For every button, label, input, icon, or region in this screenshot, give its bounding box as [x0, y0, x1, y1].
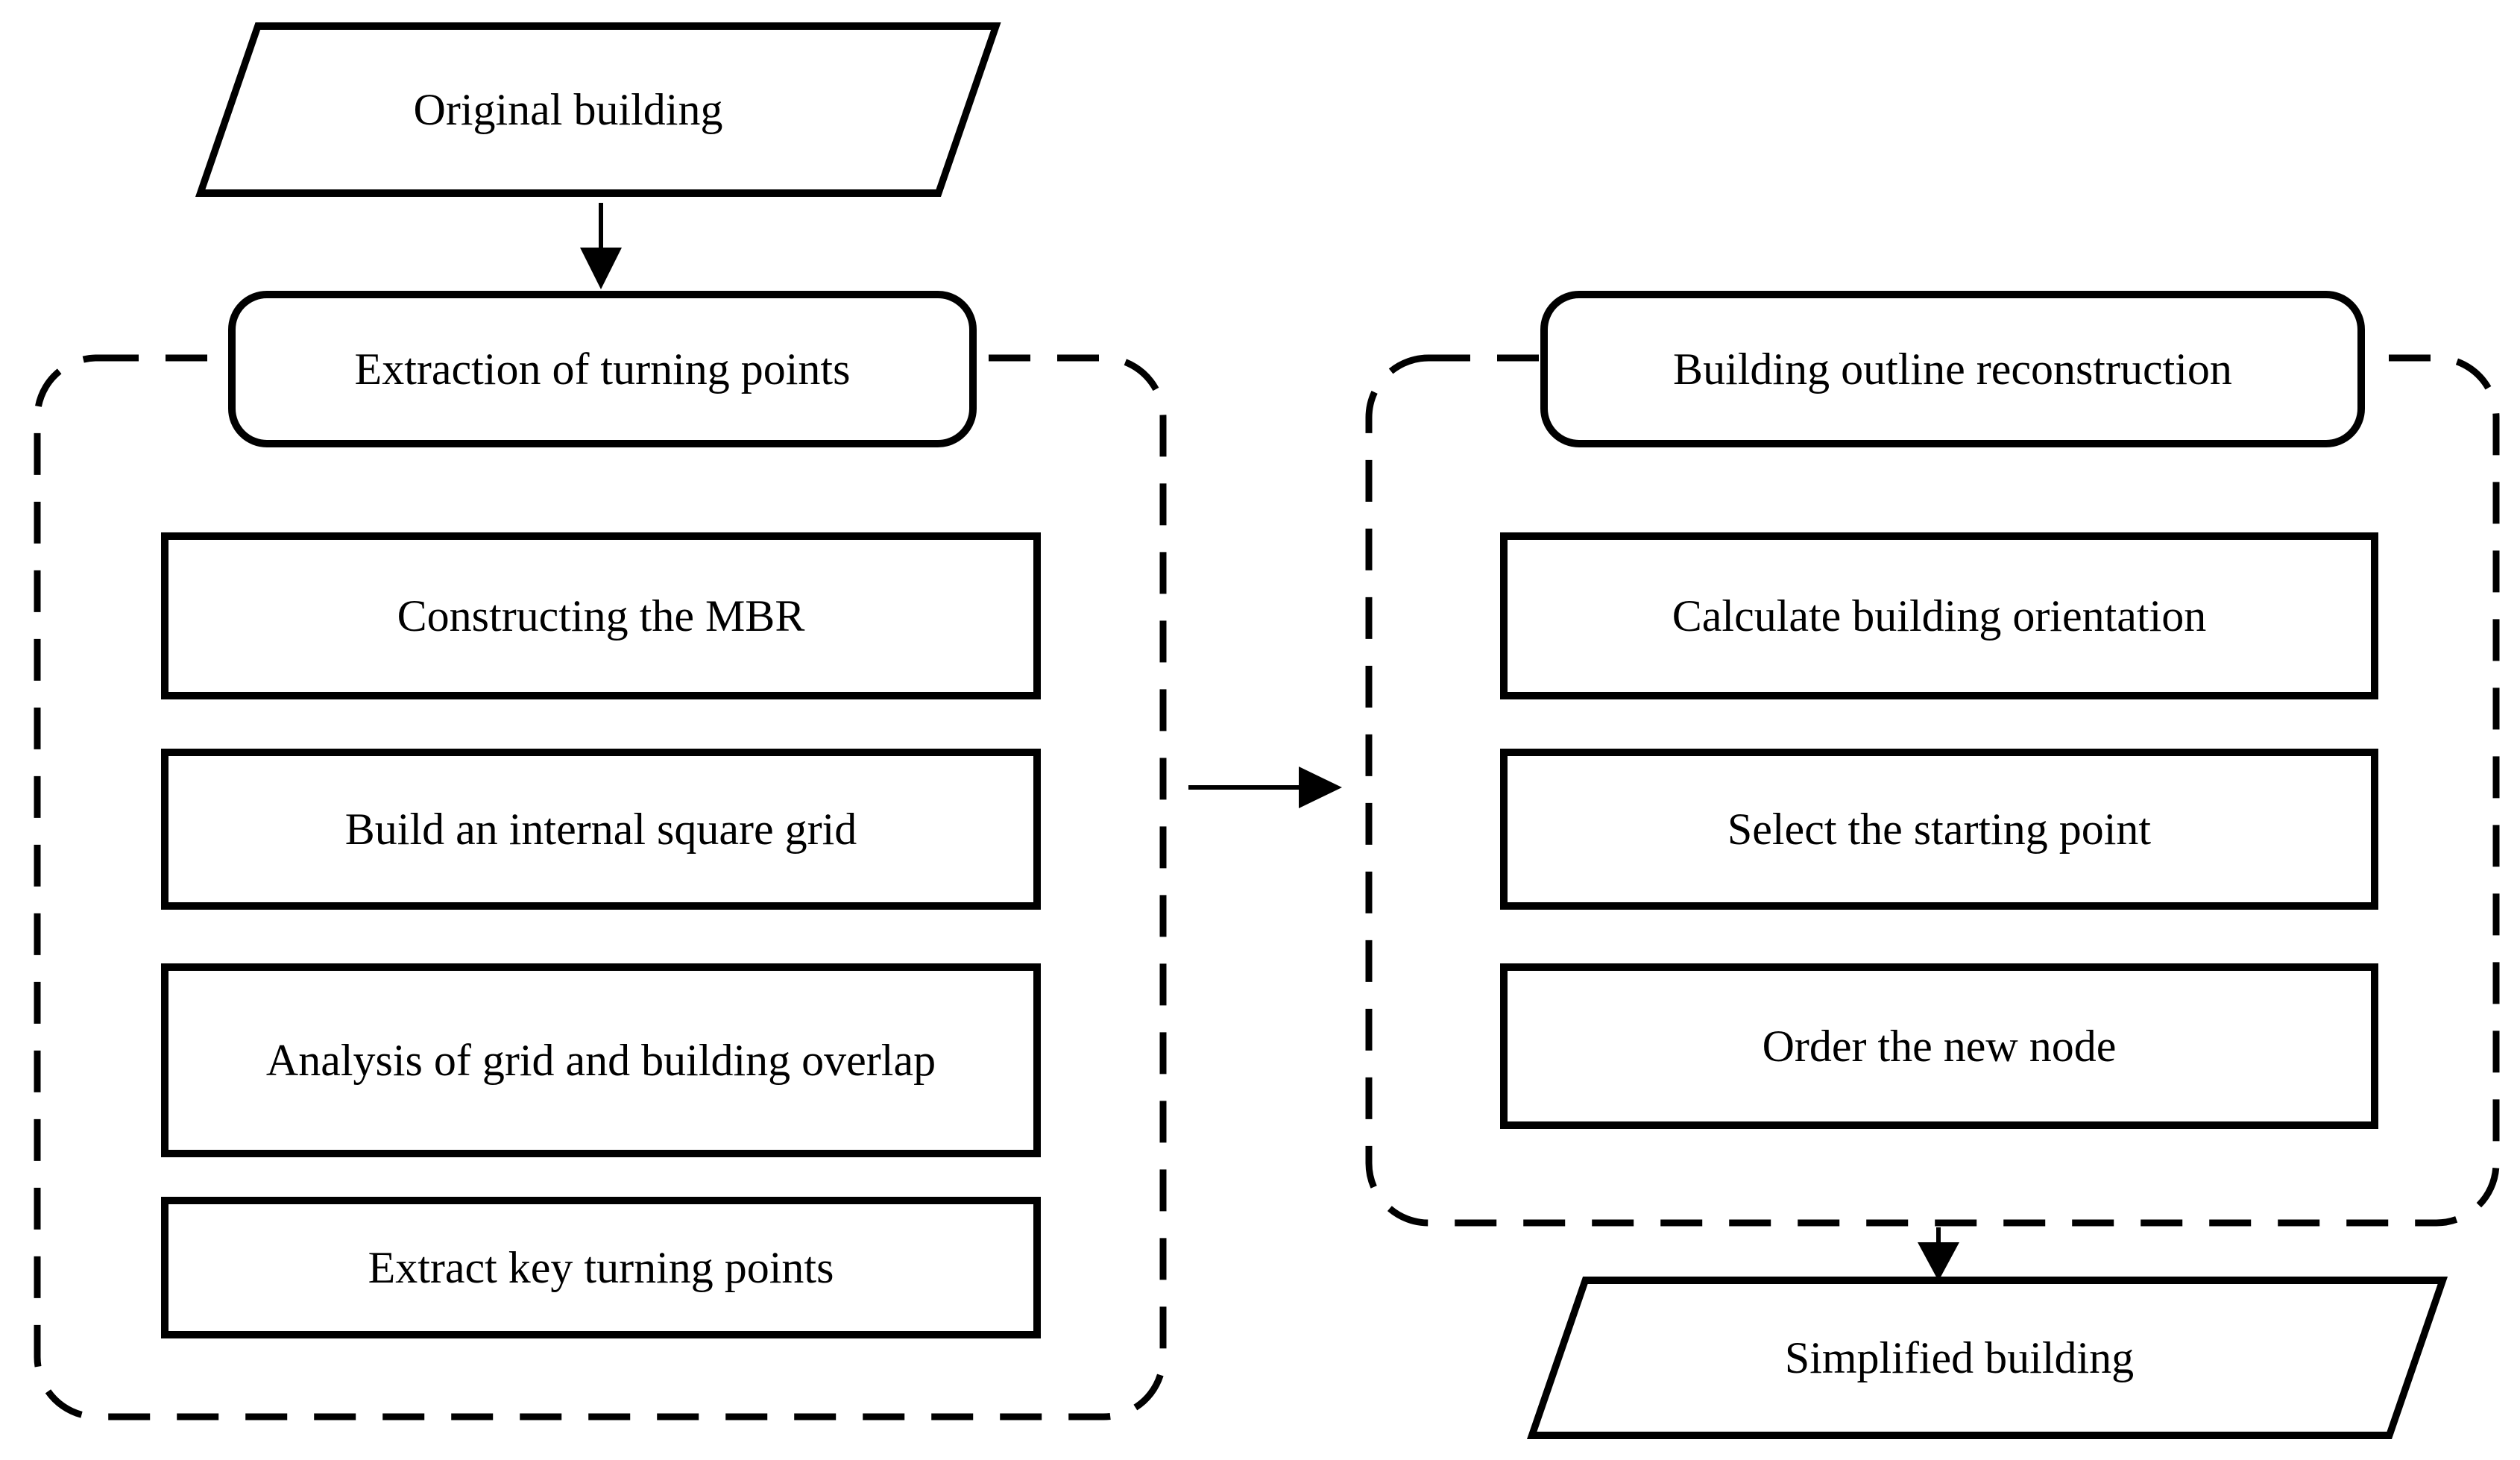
step-select-starting-point: Select the starting point: [1500, 749, 2378, 910]
step-order-new-node: Order the new node: [1500, 963, 2378, 1129]
step-constructing-mbr: Constructing the MBR: [161, 532, 1041, 699]
step-calculate-building-orientation: Calculate building orientation: [1500, 532, 2378, 699]
arrow-right-icon: [1188, 767, 1342, 808]
right-phase-title-box: Building outline reconstruction: [1540, 291, 2365, 447]
right-phase-title-label: Building outline reconstruction: [1673, 344, 2232, 394]
step-label: Select the starting point: [1727, 804, 2152, 854]
arrow-down-icon: [580, 203, 622, 289]
step-label: Order the new node: [1762, 1021, 2117, 1071]
step-analysis-grid-overlap: Analysis of grid and building overlap: [161, 963, 1041, 1157]
step-label: Constructing the MBR: [397, 591, 805, 641]
end-node-label: Simplified building: [1784, 1332, 2135, 1382]
left-phase-title-label: Extraction of turning points: [354, 344, 851, 394]
left-phase-title-box: Extraction of turning points: [228, 291, 977, 447]
start-node-label: Original building: [413, 84, 723, 134]
step-label: Extract key turning points: [368, 1242, 834, 1292]
step-label: Build an internal square grid: [344, 804, 857, 854]
arrow-down-icon: [1918, 1227, 1959, 1281]
step-extract-key-turning-points: Extract key turning points: [161, 1197, 1041, 1338]
step-build-internal-grid: Build an internal square grid: [161, 749, 1041, 910]
start-node: Original building: [195, 22, 1001, 197]
step-label: Analysis of grid and building overlap: [265, 1035, 936, 1085]
end-node: Simplified building: [1527, 1277, 2448, 1439]
step-label: Calculate building orientation: [1672, 591, 2207, 641]
